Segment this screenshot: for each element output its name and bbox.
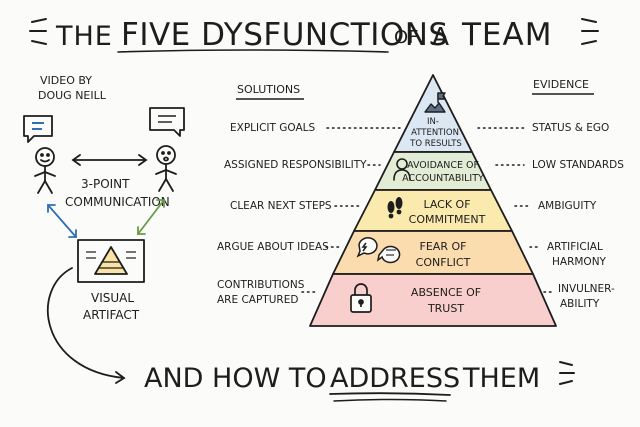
communication-line2: COMMUNICATION: [65, 195, 170, 209]
padlock-icon: [350, 283, 372, 313]
double-arrow-blue-icon: [47, 204, 77, 238]
solutions-heading: SOLUTIONS: [237, 83, 300, 96]
footprints-icon: [387, 197, 403, 219]
evidence-conflict-1: ARTIFICIAL: [547, 241, 603, 253]
credit-line1: VIDEO BY: [40, 74, 92, 87]
subtitle-part1: AND HOW TO: [144, 363, 327, 394]
solutions-list: EXPLICIT GOALS ASSIGNED RESPONSIBILITY C…: [217, 122, 401, 306]
subtitle-emphasis-underline-2: [333, 398, 447, 402]
evidence-trust-2: ABILITY: [560, 298, 600, 310]
title-block: THE FIVE DYSFUNCTIONS OF A TEAM: [29, 17, 599, 53]
title-team: TEAM: [461, 17, 552, 53]
evidence-commitment: AMBIGUITY: [538, 200, 597, 212]
flag-summit-icon: [424, 92, 446, 113]
title-prefix: THE: [55, 21, 113, 52]
subtitle-part2: THEM: [462, 363, 540, 394]
title-underline: [117, 49, 389, 53]
title-main: FIVE DYSFUNCTIONS: [121, 17, 449, 53]
level-label-trust-2: TRUST: [427, 302, 464, 315]
curved-arrow-icon: [47, 267, 126, 384]
title-of: OF: [394, 27, 419, 48]
artifact-line2: ARTIFACT: [83, 308, 140, 322]
pyramid: [309, 74, 557, 327]
level-label-trust-1: ABSENCE OF: [411, 286, 481, 299]
speech-bubbles-icon: [356, 237, 401, 264]
pyramid-tier-trust: [309, 273, 557, 327]
solution-conflict: ARGUE ABOUT IDEAS: [217, 241, 329, 253]
level-label-commitment-1: LACK OF: [423, 198, 470, 211]
title-tick-right: [581, 18, 599, 45]
pyramid-labels: IN- ATTENTION TO RESULTS AVOIDANCE OF AC…: [402, 117, 485, 315]
visual-artifact-icon: [77, 239, 145, 283]
solution-trust-2: ARE CAPTURED: [217, 294, 298, 306]
double-arrow-people-icon: [71, 154, 148, 166]
speech-bubble-left-icon: [23, 115, 53, 143]
hiding-person-icon: [393, 158, 411, 181]
level-label-accountability-2: ACCOUNTABILITY: [402, 173, 484, 184]
level-label-commitment-2: COMMITMENT: [409, 213, 486, 226]
title-a: A: [432, 22, 449, 51]
evidence-accountability: LOW STANDARDS: [532, 159, 624, 171]
level-label-conflict-2: CONFLICT: [416, 256, 471, 269]
level-label-conflict-1: FEAR OF: [420, 240, 467, 253]
level-label-results-3: TO RESULTS: [409, 139, 462, 149]
solution-trust-1: CONTRIBUTIONS: [217, 279, 305, 291]
solution-results: EXPLICIT GOALS: [230, 122, 316, 134]
evidence-trust-1: INVULNER-: [558, 283, 615, 295]
subtitle-tick-right: [559, 361, 575, 385]
level-label-results-1: IN-: [427, 117, 439, 127]
solution-commitment: CLEAR NEXT STEPS: [230, 200, 332, 212]
person-right-icon: [155, 145, 177, 192]
evidence-conflict-2: HARMONY: [552, 256, 607, 268]
double-arrow-green-icon: [137, 199, 165, 235]
title-tick-left: [29, 18, 47, 45]
communication-line1: 3-POINT: [81, 177, 130, 191]
subtitle-emphasis-underline-1: [329, 392, 451, 396]
pyramid-tier-accountability: [374, 151, 492, 191]
evidence-heading: EVIDENCE: [533, 78, 589, 91]
artifact-line1: VISUAL: [91, 291, 134, 305]
person-left-icon: [34, 147, 56, 194]
subtitle-block: AND HOW TO ADDRESS THEM: [144, 361, 575, 402]
evidence-results: STATUS & EGO: [532, 122, 609, 134]
level-label-accountability-1: AVOIDANCE OF: [407, 160, 479, 171]
solution-accountability: ASSIGNED RESPONSIBILITY: [224, 159, 367, 171]
subtitle-emphasis: ADDRESS: [330, 363, 460, 394]
credit-line2: DOUG NEILL: [38, 89, 107, 102]
speech-bubble-right-icon: [149, 107, 185, 137]
evidence-list: STATUS & EGO LOW STANDARDS AMBIGUITY ART…: [477, 122, 624, 310]
level-label-results-2: ATTENTION: [411, 128, 459, 138]
